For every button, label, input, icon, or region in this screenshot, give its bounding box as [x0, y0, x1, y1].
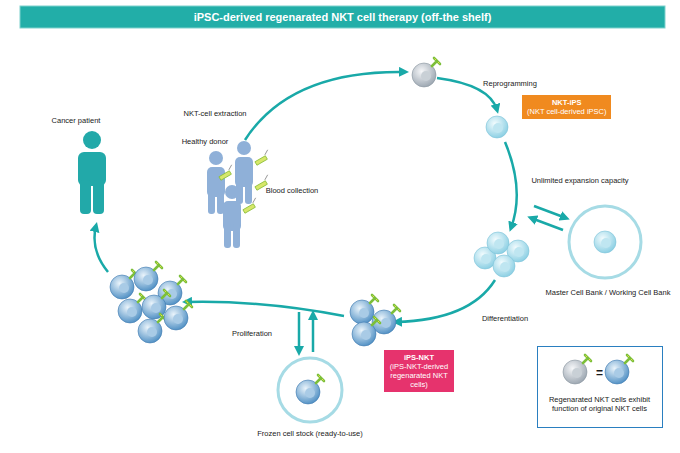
box-heading: iPS-NKT — [389, 353, 449, 362]
box-heading: NKT-iPS — [527, 98, 606, 107]
label-box: NKT-iPS(NKT cell-derived iPSC) — [522, 95, 611, 119]
step-label: Blood collection — [266, 186, 319, 195]
circle-caption: Frozen cell stock (ready-to-use) — [250, 429, 370, 438]
cell-bank-circle: Master Cell Bank / Working Cell Bank — [540, 206, 676, 298]
step-label: Proliferation — [232, 329, 272, 338]
equals-sign: = — [538, 366, 661, 380]
cell-bank-circle: Frozen cell stock (ready-to-use) — [250, 358, 370, 439]
legend-box: = Regenarated NKT cells exhibit function … — [537, 346, 663, 428]
step-label: Differentiation — [482, 314, 528, 323]
legend-note: Regenarated NKT cells exhibit function o… — [546, 395, 653, 413]
step-label: Healthy donor — [182, 137, 229, 146]
step-label: Unlimited expansion capacity — [531, 176, 628, 185]
box-body: (NKT cell-derived iPSC) — [527, 107, 606, 116]
box-body: (iPS-NKT-derived regenarated NKT cells) — [389, 362, 449, 389]
step-label: Reprogramming — [483, 79, 537, 88]
step-label: NKT-cell extraction — [184, 109, 247, 118]
label-box: iPS-NKT(iPS-NKT-derived regenarated NKT … — [384, 350, 454, 392]
title-text: iPSC-derived regenarated NKT cell therap… — [20, 7, 665, 27]
circle-caption: Master Cell Bank / Working Cell Bank — [540, 288, 676, 297]
step-label: Cancer patient — [52, 116, 101, 125]
